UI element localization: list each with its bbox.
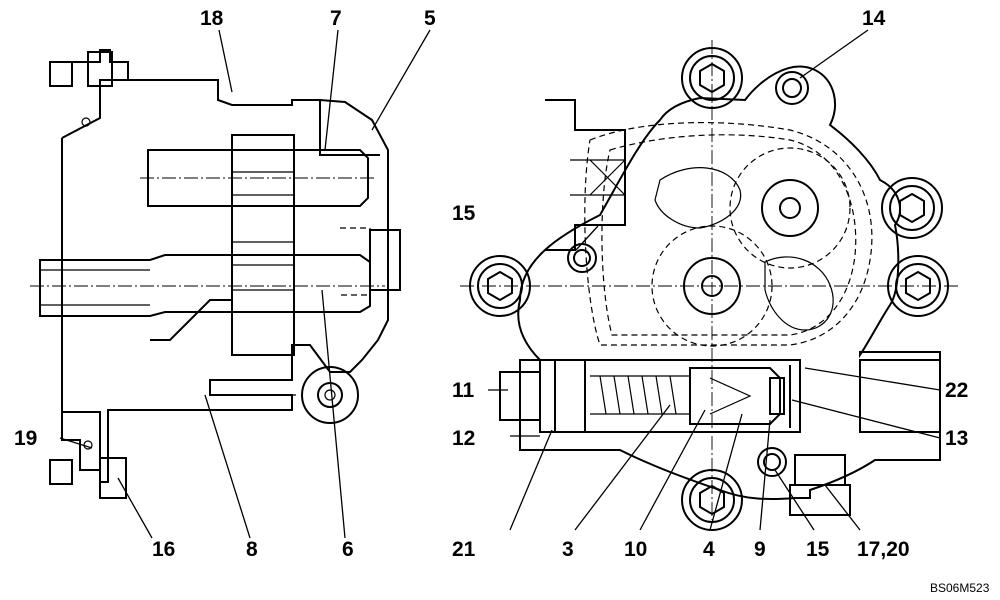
callout-9: 9 [754,538,766,561]
callout-16: 16 [152,538,175,561]
callout-4: 4 [703,538,715,561]
hex-bolt [681,47,743,109]
callout-22: 22 [945,379,968,402]
callout-15-upper: 15 [452,202,476,225]
hex-bolt [887,255,949,317]
callout-labels: 18 7 5 14 15 11 22 12 13 19 16 8 6 21 3 … [14,7,990,595]
callout-7: 7 [330,7,342,30]
callout-19: 19 [14,427,37,450]
callout-15-lower: 15 [806,538,830,561]
callout-6: 6 [342,538,354,561]
callout-5: 5 [424,7,436,30]
callout-10: 10 [624,538,647,561]
callout-14: 14 [862,7,886,30]
callout-12: 12 [452,427,475,450]
callout-11: 11 [452,379,475,402]
hex-bolt [469,255,531,317]
callout-17-20: 17,20 [857,538,910,561]
front-view [460,29,960,531]
callout-3: 3 [562,538,574,561]
hex-bolt [881,177,943,239]
drawing-code: BS06M523 [930,581,990,595]
callout-8: 8 [246,538,258,561]
callout-13: 13 [945,427,968,450]
callout-18: 18 [200,7,224,30]
callout-21: 21 [452,538,476,561]
side-view [30,29,431,539]
